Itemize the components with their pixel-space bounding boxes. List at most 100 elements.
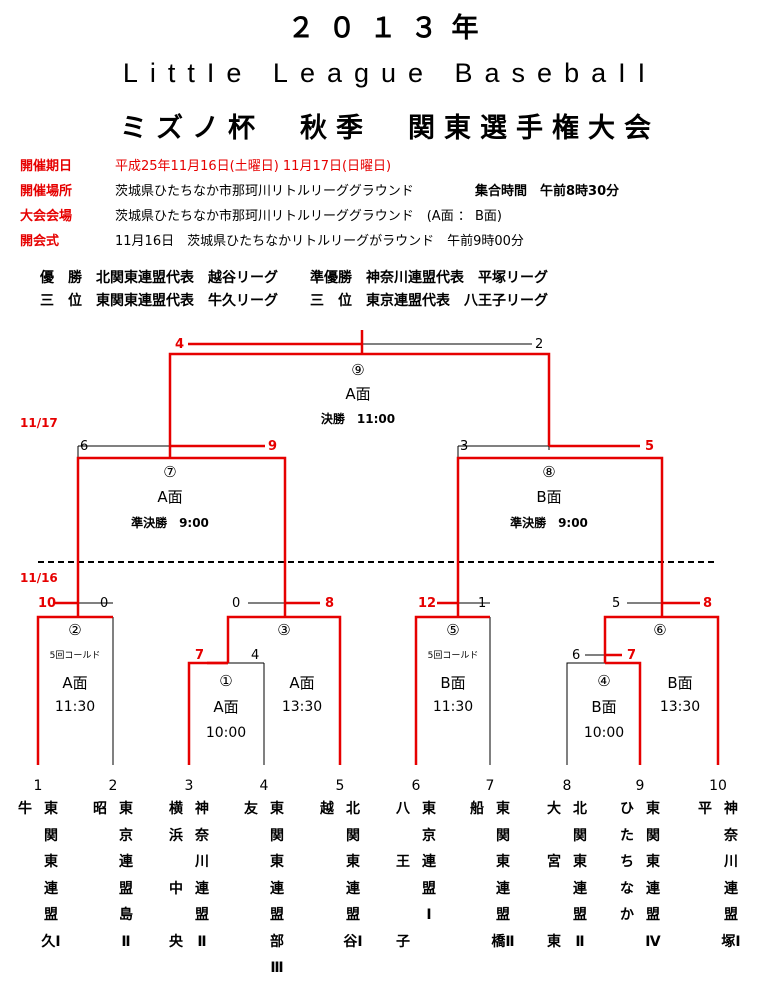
day1-label: 11/16 <box>20 571 58 585</box>
team-num-6: 6 <box>412 778 421 794</box>
g1-time: 10:00 <box>206 725 246 741</box>
score-g7-left: 6 <box>80 439 88 454</box>
g9-field: A面 <box>345 385 370 403</box>
final-frame <box>168 352 551 458</box>
g6-number: ⑥ <box>653 621 666 639</box>
score-g3-right: 8 <box>325 596 334 611</box>
year-title: ２０１３年 <box>287 13 493 44</box>
g9-round: 決勝 11:00 <box>321 411 395 426</box>
opening-label: 開会式 <box>20 234 60 249</box>
team-num-4: 4 <box>260 778 269 794</box>
score-g2-left: 10 <box>38 596 56 611</box>
team-num-9: 9 <box>636 778 645 794</box>
g8-field: B面 <box>536 488 561 506</box>
assembly-time: 集合時間 午前8時30分 <box>475 184 620 199</box>
g5-number: ⑤ <box>446 621 459 639</box>
g4-number: ④ <box>597 672 610 690</box>
semi8-frame <box>456 456 664 603</box>
g2-time: 11:30 <box>55 699 95 715</box>
bracket-lines-red <box>36 330 720 765</box>
team-10-col-b: 神奈川連盟塚Ⅰ <box>721 801 741 950</box>
g4-field: B面 <box>591 698 616 716</box>
league-title: LittIe League BasebaII <box>122 58 658 88</box>
g2-note: 5回コールド <box>50 650 101 661</box>
team-num-2: 2 <box>109 778 118 794</box>
g1-field: A面 <box>213 698 238 716</box>
team-6-col-a: 八 王 子 <box>396 801 410 950</box>
score-g6-right: 8 <box>703 596 712 611</box>
site-value: 茨城県ひたちなか市那珂川リトルリーググラウンド (A面 ： B面) <box>115 209 502 224</box>
result-third-a: 三 位 東関東連盟代表 牛久リーグ <box>40 293 278 309</box>
tournament-title: ミズノ杯 秋季 関東選手権大会 <box>120 113 660 144</box>
g7-round: 準決勝 9:00 <box>131 515 209 530</box>
g1-frame <box>187 661 228 765</box>
site-label: 大会会場 <box>20 209 73 224</box>
semi7-frame <box>76 456 287 603</box>
team-10-col-a: 平 <box>698 801 712 817</box>
score-g9-right: 2 <box>535 337 543 352</box>
score-g8-right: 5 <box>645 439 654 454</box>
g8-round: 準決勝 9:00 <box>510 515 588 530</box>
team-num-3: 3 <box>185 778 194 794</box>
score-g1-left: 7 <box>195 648 204 663</box>
g2-number: ② <box>68 621 81 639</box>
opening-value: 11月16日 茨城県ひたちなかリトルリーグがラウンド 午前9時00分 <box>115 234 524 249</box>
team-7-col-a: 船 <box>470 801 484 817</box>
bracket-lines-black <box>77 343 662 765</box>
score-g5-left: 12 <box>418 596 436 611</box>
team-8-col-a: 大 宮 東 <box>547 801 561 950</box>
score-g1-right: 4 <box>251 648 259 663</box>
score-g8-left: 3 <box>460 439 468 454</box>
score-g9-left: 4 <box>175 337 184 352</box>
g9-number: ⑨ <box>351 361 364 379</box>
team-2-col-a: 昭 <box>93 801 107 817</box>
scores: 4 2 6 9 3 5 10 0 0 8 12 1 5 8 7 4 6 7 <box>38 337 712 663</box>
result-winner: 優 勝 北関東連盟代表 越谷リーグ <box>40 270 278 286</box>
team-9-col-a: ひたちなか <box>620 801 634 923</box>
g7-field: A面 <box>157 488 182 506</box>
team-4-col-a: 友 <box>244 801 258 817</box>
g6-field: B面 <box>667 674 692 692</box>
g2-frame <box>36 615 113 765</box>
g4-frame <box>605 661 642 765</box>
team-num-1: 1 <box>34 778 43 794</box>
venue-label: 開催場所 <box>20 184 73 199</box>
team-num-5: 5 <box>336 778 345 794</box>
team-num-8: 8 <box>563 778 572 794</box>
game-labels: ⑨ A面 決勝 11:00 ⑦ A面 準決勝 9:00 ⑧ B面 準決勝 9:0… <box>50 361 701 741</box>
g4-time: 10:00 <box>584 725 624 741</box>
score-g6-left: 5 <box>612 596 620 611</box>
score-g3-left: 0 <box>232 596 240 611</box>
score-g2-right: 0 <box>100 596 108 611</box>
g4-left-leg <box>566 662 605 765</box>
score-g7-right: 9 <box>268 439 277 454</box>
dates-row: 開催期日 <box>20 155 72 174</box>
score-g5-right: 1 <box>478 596 486 611</box>
g3-field: A面 <box>289 674 314 692</box>
g5-time: 11:30 <box>433 699 473 715</box>
day2-label: 11/17 <box>20 416 58 430</box>
g6-frame <box>603 615 720 765</box>
team-5-col-b: 北関東連盟谷Ⅰ <box>343 801 363 950</box>
dates-value: 平成25年11月16日(土曜日) 11月17日(日曜日) <box>115 159 392 174</box>
g5-field: B面 <box>440 674 465 692</box>
g3-number: ③ <box>277 621 290 639</box>
g5-note: 5回コールド <box>428 650 479 661</box>
venue-value: 茨城県ひたちなか市那珂川リトルリーググラウンド <box>115 184 414 199</box>
g8-number: ⑧ <box>542 463 555 481</box>
result-runner-up: 準優勝 神奈川連盟代表 平塚リーグ <box>310 270 548 286</box>
team-4-col-b: 東関東連盟部Ⅲ <box>270 801 284 976</box>
g5-frame <box>414 615 490 765</box>
dates-label: 開催期日 <box>20 159 73 174</box>
result-third-b: 三 位 東京連盟代表 八王子リーグ <box>310 293 548 309</box>
team-num-7: 7 <box>486 778 495 794</box>
g2-field: A面 <box>62 674 87 692</box>
site-row: 大会会場 <box>20 205 72 224</box>
venue-row: 開催場所 <box>20 180 72 199</box>
